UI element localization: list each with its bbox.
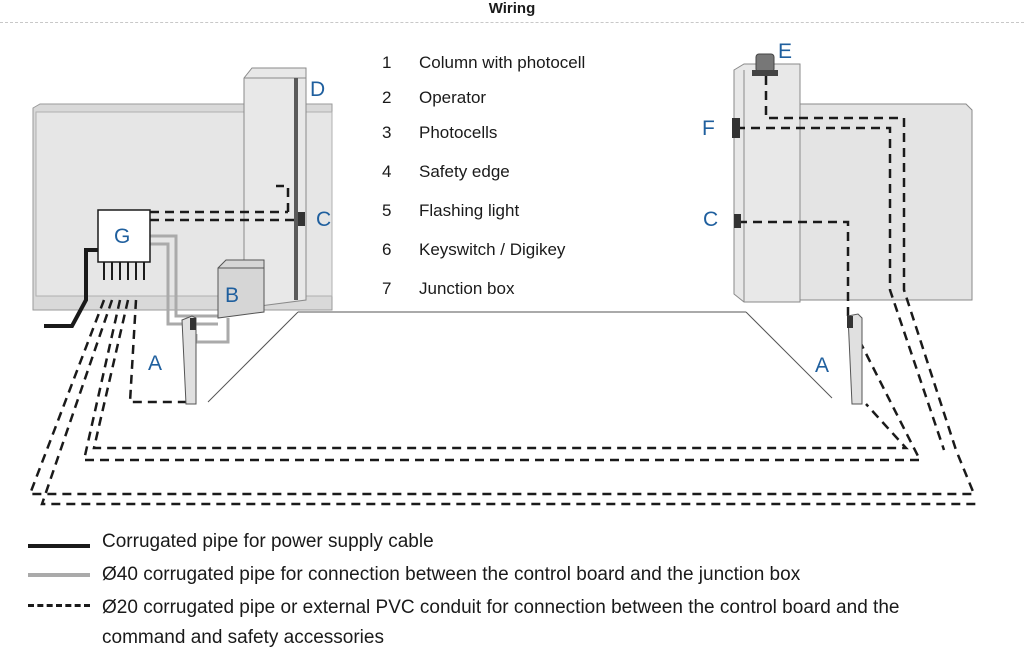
right-gate	[797, 103, 973, 301]
component-label: Operator	[419, 88, 487, 107]
component-label: Flashing light	[419, 201, 520, 220]
component-label: Photocells	[419, 123, 498, 142]
right-column	[733, 63, 801, 303]
component-label: Keyswitch / Digikey	[419, 240, 566, 259]
dashed-pipe-swatch	[28, 604, 90, 607]
label-f: F	[702, 117, 715, 140]
photocell-post-right	[847, 313, 863, 405]
grey-pipe-swatch	[28, 573, 90, 577]
label-c-left: C	[316, 208, 332, 231]
photocell-post-left	[181, 315, 197, 405]
label-a-left: A	[148, 352, 163, 375]
photocell-c-left	[298, 212, 305, 226]
label-c-right: C	[703, 208, 719, 231]
component-number: 7	[382, 279, 392, 298]
dashed-pipe-label: Ø20 corrugated pipe or external PVC cond…	[102, 597, 900, 618]
label-d: D	[310, 78, 326, 101]
control-board-box	[97, 209, 151, 263]
label-e: E	[778, 40, 793, 63]
g-leads	[103, 262, 145, 280]
title-divider	[0, 22, 1024, 23]
component-number: 3	[382, 123, 392, 142]
power-supply-pipe	[44, 248, 100, 328]
grey-pipe-label: Ø40 corrugated pipe for connection betwe…	[102, 564, 801, 585]
accessory-conduits	[28, 76, 980, 506]
label-a-right: A	[815, 354, 830, 377]
left-column	[243, 67, 307, 309]
component-number: 4	[382, 162, 392, 181]
dashed-pipe-label-cont: command and safety accessories	[102, 627, 384, 648]
photocell-c-right	[734, 214, 741, 228]
label-g: G	[114, 225, 131, 248]
power-pipe-label: Corrugated pipe for power supply cable	[102, 531, 434, 552]
power-pipe-swatch	[28, 544, 90, 548]
component-number: 1	[382, 53, 392, 72]
diagram-title: Wiring	[488, 0, 536, 17]
component-label: Safety edge	[419, 162, 510, 181]
ground-lines	[207, 311, 833, 403]
component-number: 2	[382, 88, 392, 107]
component-number: 5	[382, 201, 392, 220]
component-label: Junction box	[419, 279, 515, 298]
component-label: Column with photocell	[419, 53, 586, 72]
junction-box-shape	[217, 259, 265, 319]
component-number: 6	[382, 240, 392, 259]
label-b: B	[225, 284, 240, 307]
keyswitch-f	[732, 118, 740, 138]
flashing-light-e	[752, 53, 778, 76]
